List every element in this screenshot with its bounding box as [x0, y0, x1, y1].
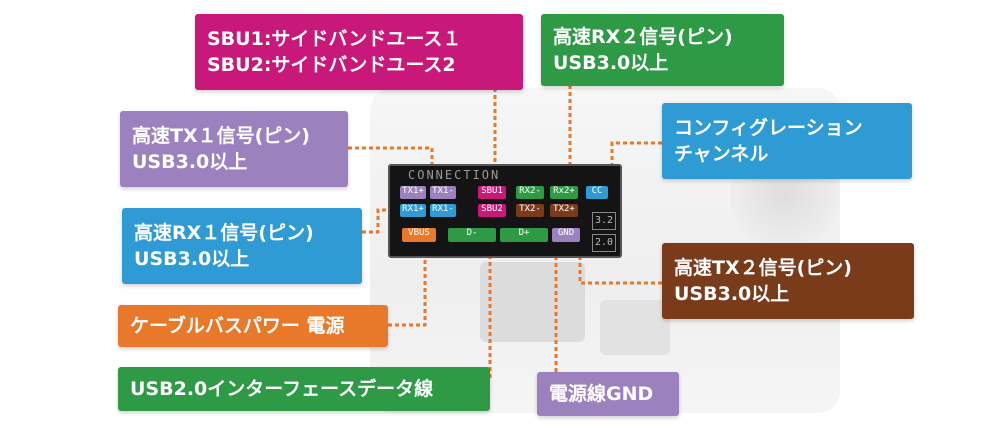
pin-vbus: VBUS: [402, 228, 436, 242]
callout-rx2-line1: 高速RX２信号(ピン): [553, 26, 733, 48]
callout-tx2-line2: USB3.0以上: [674, 283, 790, 305]
pin-tx2-minus: TX2-: [516, 204, 544, 217]
pin-tx1-minus: TX1-: [430, 186, 456, 199]
callout-tx2-line1: 高速TX２信号(ピン): [674, 257, 852, 279]
usb-port-shape: [480, 262, 585, 342]
pin-rx2-minus: RX2-: [516, 186, 544, 199]
pin-d-minus: D-: [448, 228, 496, 242]
pin-sbu2: SBU2: [478, 204, 506, 217]
callout-config-line1: コンフィグレーション: [674, 117, 863, 139]
pin-tx1-plus: TX1+: [400, 186, 426, 199]
pin-rx1-plus: RX1+: [400, 204, 426, 217]
callout-vbus-line1: ケーブルバスパワー 電源: [130, 315, 345, 337]
callout-rx2: 高速RX２信号(ピン) USB3.0以上: [541, 14, 784, 86]
callout-tx2: 高速TX２信号(ピン) USB3.0以上: [662, 243, 914, 319]
version-2-0: 2.0: [592, 234, 616, 252]
callout-config: コンフィグレーション チャンネル: [662, 103, 912, 179]
callout-sbu-line2: SBU2:サイドバンドユース2: [207, 54, 456, 76]
pin-cc: CC: [586, 186, 608, 199]
callout-config-line2: チャンネル: [674, 143, 769, 165]
callout-tx1-line2: USB3.0以上: [132, 151, 248, 173]
connector-title: CONNECTION: [408, 168, 501, 182]
callout-sbu-line1: SBU1:サイドバンドユース１: [207, 28, 462, 50]
pin-rx1-minus: RX1-: [430, 204, 456, 217]
callout-sbu: SBU1:サイドバンドユース１ SBU2:サイドバンドユース2: [195, 14, 523, 90]
pin-tx2-plus: TX2+: [550, 204, 578, 217]
connector-panel: CONNECTION TX1+ TX1- SBU1 RX2- Rx2+ CC R…: [388, 164, 622, 258]
leader-vbus: [388, 240, 427, 327]
callout-gnd: 電源線GND: [537, 372, 679, 416]
pin-d-plus: D+: [500, 228, 548, 242]
callout-rx1-line1: 高速RX１信号(ピン): [134, 222, 314, 244]
callout-rx2-line2: USB3.0以上: [553, 52, 669, 74]
pin-gnd: GND: [552, 228, 580, 242]
pin-rx2-plus: Rx2+: [550, 186, 578, 199]
callout-rx1: 高速RX１信号(ピン) USB3.0以上: [122, 208, 362, 284]
callout-gnd-line1: 電源線GND: [549, 383, 654, 405]
callout-usb2: USB2.0インターフェースデータ線: [118, 367, 490, 411]
version-3-2: 3.2: [592, 212, 616, 230]
pin-sbu1: SBU1: [478, 186, 506, 199]
callout-vbus: ケーブルバスパワー 電源: [118, 305, 388, 347]
callout-rx1-line2: USB3.0以上: [134, 248, 250, 270]
callout-tx1-line1: 高速TX１信号(ピン): [132, 125, 310, 147]
callout-tx1: 高速TX１信号(ピン) USB3.0以上: [120, 111, 348, 187]
callout-usb2-line1: USB2.0インターフェースデータ線: [130, 378, 434, 400]
usb-port-shape-small: [600, 300, 670, 355]
